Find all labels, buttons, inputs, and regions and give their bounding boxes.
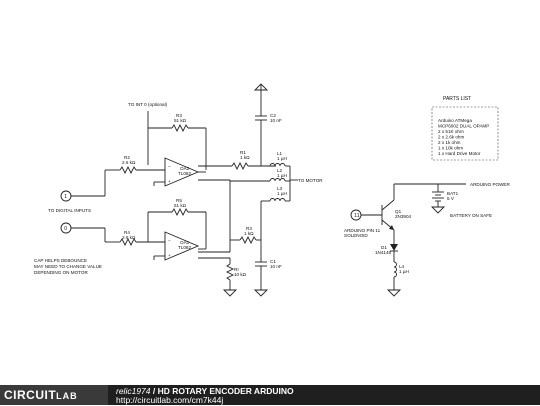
diode-d1: D1 1N4148 [375,244,398,255]
solenoid-label: SOLENOID [344,233,368,238]
svg-text:Q1: Q1 [395,209,402,214]
svg-text:5 V: 5 V [447,196,455,201]
ground-icon [253,289,269,297]
inductor-l4: L4 1 µH [393,261,409,278]
parts-item: 2 x 2.6k ohm [438,135,464,140]
inductor-l3: L3 1 µH [269,186,287,202]
input-connector-11: 11 [350,209,362,221]
transistor-q1: Q1 2N3904 [381,199,412,231]
to-int0-label: TO INT 0 (optional) [128,102,168,107]
svg-text:10 nF: 10 nF [270,118,282,123]
svg-text:R3: R3 [246,226,252,231]
svg-text:C2: C2 [270,113,276,118]
svg-text:R2: R2 [124,155,130,160]
svg-text:1N4148: 1N4148 [375,250,392,255]
opamp-oa2: − + OA2 TL082 [164,157,200,187]
footer-circuit-title: HD ROTARY ENCODER ARDUINO [157,386,294,396]
capacitor-c2: C2 10 nF [255,84,282,166]
ground-icon [253,83,269,91]
svg-text:2.6 kΩ: 2.6 kΩ [122,160,136,165]
cap-note-line1: CAP HELPS DEBOUNCE [34,258,87,263]
logo-sub: LAB [56,391,78,401]
svg-text:1 µH: 1 µH [399,269,409,274]
svg-text:11: 11 [354,213,359,219]
arduino-pin-label: ARDUINO PIN 11 [344,228,381,233]
svg-text:OA1: OA1 [180,240,190,245]
svg-text:L1: L1 [277,151,283,156]
footer-url[interactable]: http://circuitlab.com/cm7k44j [116,395,224,405]
svg-text:1: 1 [64,194,67,200]
resistor-r1: R1 1 kΩ [231,150,250,171]
parts-list: PARTS LIST Arduino ATMega MCP6002 DUAL O… [431,96,499,161]
input-connector-0: 0 [60,222,72,234]
svg-text:1 kΩ: 1 kΩ [240,155,250,160]
svg-text:+: + [168,253,171,258]
svg-text:1 µH: 1 µH [277,173,287,178]
footer-bar: CIRCUITLAB relic1974 / HD ROTARY ENCODER… [0,385,540,405]
circuitlab-logo[interactable]: CIRCUITLAB [0,385,108,405]
svg-text:1 kΩ: 1 kΩ [244,231,254,236]
parts-item: 2 x 51K ohm [438,129,464,134]
resistor-r4: R4 2.6 kΩ [105,230,165,247]
svg-text:TL082: TL082 [178,171,191,176]
svg-text:C1: C1 [270,259,276,264]
svg-text:51 kΩ: 51 kΩ [174,118,187,123]
opamp-oa1: − + OA1 TL082 [164,231,200,261]
to-digital-inputs-label: TO DIGITAL INPUTS [48,208,91,213]
resistor-ri: RI 10 kΩ [225,258,247,290]
svg-text:D1: D1 [381,245,387,250]
svg-text:10 nF: 10 nF [270,264,282,269]
svg-text:51 kΩ: 51 kΩ [174,203,187,208]
svg-text:−: − [168,238,171,243]
battery-bat1: BAT1 5 V [432,184,459,207]
parts-item: 2 x 1k ohm [438,140,461,145]
svg-text:1 µH: 1 µH [277,156,287,161]
svg-text:L4: L4 [399,264,405,269]
footer-title: relic1974 / HD ROTARY ENCODER ARDUINO [116,386,294,396]
svg-text:OA2: OA2 [180,166,190,171]
resistor-r3-lower: R3 1 kΩ [239,226,257,245]
to-motor-label: TO MOTOR [298,178,323,183]
cap-note-line2: MAY NEED TO CHANGE VALUE [34,264,102,269]
svg-text:−: − [168,164,171,169]
resistor-r3: R3 51 kΩ [148,113,206,133]
svg-text:R1: R1 [240,150,246,155]
svg-text:+: + [168,179,171,184]
cap-note-line3: DEPENDING ON MOTOR [34,270,88,275]
parts-item: 1 x Hard Drive Motor [438,151,481,156]
inductor-l2: L2 1 µH [269,168,287,182]
resistor-r2: R2 2.6 kΩ [105,155,165,175]
resistor-r5: R5 51 kΩ [148,198,206,217]
parts-item: Arduino ATMega [438,118,472,123]
parts-list-title: PARTS LIST [443,96,471,102]
svg-text:10 kΩ: 10 kΩ [234,272,247,277]
ground-icon [386,289,402,297]
svg-text:RI: RI [234,267,239,272]
svg-text:BAT1: BAT1 [447,191,459,196]
ground-icon [222,289,238,297]
svg-text:2.6 kΩ: 2.6 kΩ [122,235,136,240]
parts-item: 1 x 10k ohm [438,146,463,151]
svg-text:L2: L2 [277,168,283,173]
inductor-l1: L1 1 µH [269,151,287,167]
parts-item: MCP6002 DUAL OPAMP [438,124,489,129]
svg-text:L3: L3 [277,186,283,191]
capacitor-c1: C1 10 nF [255,240,282,290]
svg-text:1 µH: 1 µH [277,191,287,196]
input-connector-1: 1 [60,190,72,202]
battery-on-safe-label: BATTERY ON SAFE [450,213,492,218]
svg-text:2N3904: 2N3904 [395,214,412,219]
svg-text:0: 0 [64,226,67,232]
schematic-canvas: TO INT 0 (optional) R3 51 kΩ R2 2.6 kΩ −… [34,83,510,297]
logo-text: CIRCUIT [4,388,57,402]
footer-user[interactable]: relic1974 [116,386,151,396]
svg-text:R5: R5 [176,198,182,203]
footer-sep: / [150,386,158,396]
ground-icon [430,206,446,214]
svg-text:TL082: TL082 [178,245,191,250]
svg-text:R4: R4 [124,230,130,235]
arduino-power-label: ARDUINO POWER [470,182,510,187]
svg-text:R3: R3 [176,113,182,118]
